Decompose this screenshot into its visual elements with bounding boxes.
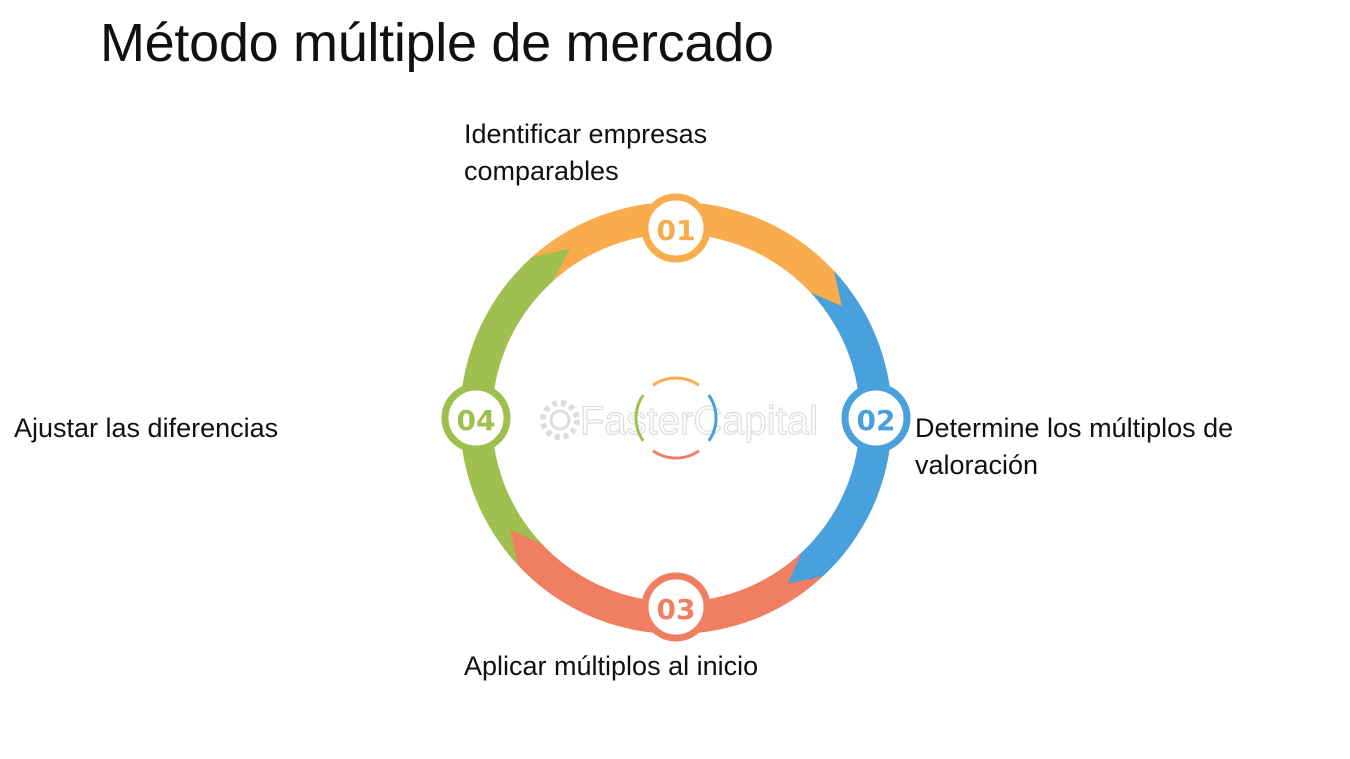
arrow-segment-04	[460, 248, 570, 566]
center-arc-01	[652, 376, 700, 387]
center-arc-03	[652, 449, 700, 460]
step-label-04: Ajustar las diferencias	[14, 413, 279, 443]
step-number: 04	[457, 404, 496, 437]
center-arc-04	[634, 394, 645, 442]
watermark: FasterCapital	[540, 398, 818, 444]
arrow-segment-02	[782, 270, 892, 588]
badge-03: 03	[641, 572, 711, 642]
step-number: 02	[857, 404, 896, 437]
gear-icon	[540, 400, 580, 440]
center-ring	[634, 376, 718, 460]
arrow-segment-01	[528, 202, 846, 312]
step-label-03: Aplicar múltiplos al inicio	[464, 651, 759, 681]
step-number: 03	[657, 593, 696, 626]
step-label-01: Identificar empresas comparables	[464, 119, 708, 186]
step-label-02: Determine los múltiplos de valoración	[915, 413, 1234, 480]
step-number: 01	[657, 214, 696, 247]
arrow-segment-03	[506, 524, 824, 634]
page-title: Método múltiple de mercado	[100, 13, 774, 73]
badge-02: 02	[841, 383, 911, 453]
badge-04: 04	[441, 383, 511, 453]
watermark-text: FasterCapital	[580, 399, 818, 443]
badge-01: 01	[641, 193, 711, 263]
center-arc-02	[707, 394, 718, 442]
